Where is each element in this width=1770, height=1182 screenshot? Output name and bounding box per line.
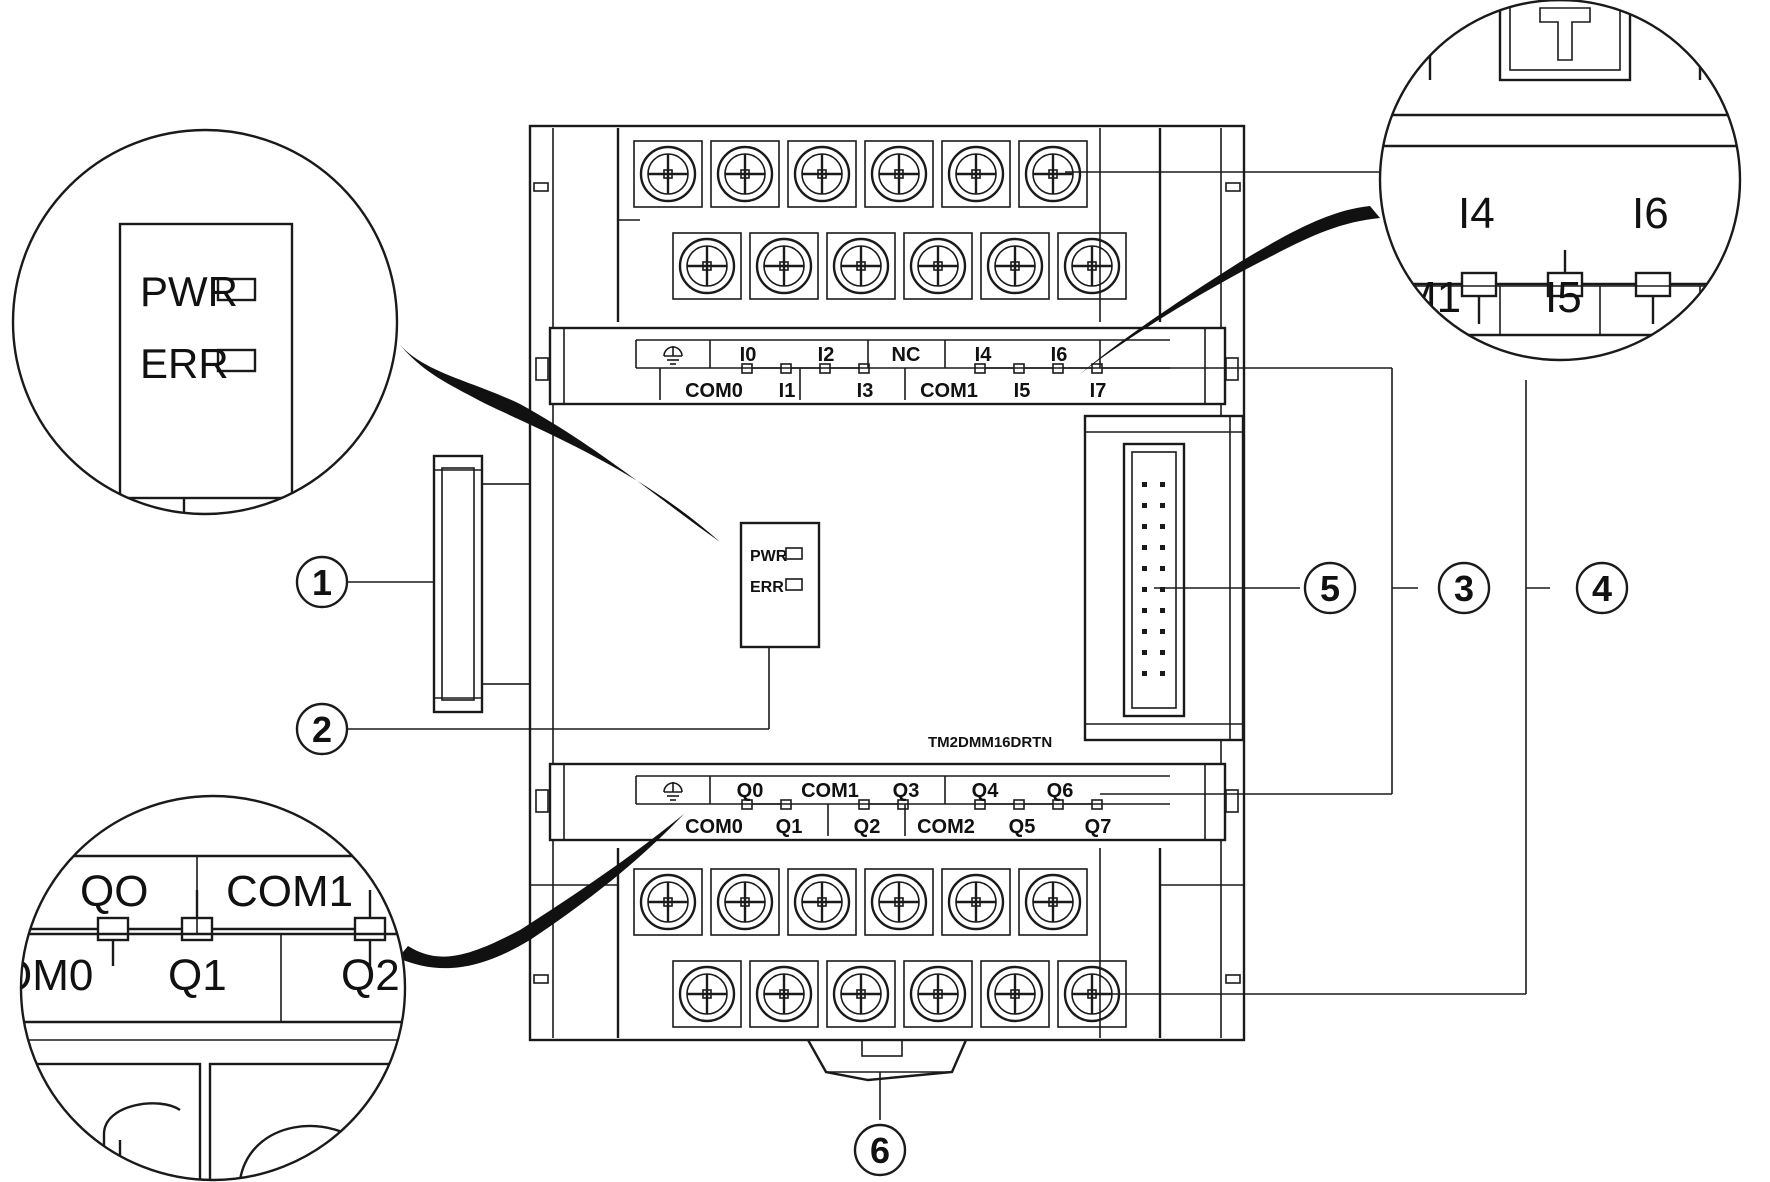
svg-text:6: 6 (870, 1130, 890, 1171)
output-label-com0: COM0 (685, 816, 743, 838)
bus-connector (432, 454, 531, 714)
zoom-label-i6: I6 (1632, 189, 1669, 238)
svg-text:2: 2 (312, 709, 332, 750)
input-label-com1: COM1 (920, 380, 978, 402)
zoom-label-q2: Q2 (341, 951, 400, 1000)
output-label-com1: COM1 (801, 780, 859, 802)
pwr-led-icon (785, 547, 803, 560)
output-label-q6: Q6 (1047, 780, 1074, 802)
input-label-i0: I0 (740, 344, 757, 366)
output-zoom-inset: OM0 QO COM1 Q1 Q2 (0, 794, 684, 1182)
zoom-label-q1: Q1 (168, 951, 227, 1000)
input-label-i3: I3 (857, 380, 874, 402)
svg-text:4: 4 (1592, 568, 1612, 609)
expansion-connector (1083, 414, 1245, 742)
input-label-strip: I0 I2 NC I4 I6 COM0 I1 I3 COM1 I5 I7 (548, 326, 1227, 406)
callout-3: 3 (1437, 561, 1491, 615)
zoom-label-q0: QO (80, 867, 148, 916)
zoom-label-com1: COM1 (226, 867, 353, 916)
led-label-pwr: PWR (750, 548, 788, 565)
leader-lines (346, 367, 1550, 1120)
led-panel: PWR ERR (739, 521, 821, 649)
output-label-q4: Q4 (972, 780, 1000, 802)
zoom-label-i4: I4 (1458, 189, 1495, 238)
zoom-label-err: ERR (140, 340, 229, 387)
input-label-i7: I7 (1090, 380, 1107, 402)
led-label-err: ERR (750, 579, 784, 596)
output-label-q1: Q1 (776, 816, 803, 838)
input-zoom-inset: M1 I4 I6 I5 (1065, 0, 1742, 374)
zoom-label-i5: I5 (1545, 273, 1582, 322)
callout-5: 5 (1303, 561, 1357, 615)
bottom-terminal-screws (632, 867, 1128, 1029)
ground-icon-output (663, 782, 683, 801)
connector-pins (1142, 482, 1165, 676)
svg-text:5: 5 (1320, 568, 1340, 609)
led-zoom-inset: PWR ERR (11, 128, 720, 542)
output-label-q5: Q5 (1009, 816, 1036, 838)
output-label-strip: Q0 COM1 Q3 Q4 Q6 COM0 Q1 Q2 COM2 Q5 Q7 (548, 762, 1227, 842)
zoom-err-led-icon (216, 348, 257, 373)
input-label-i2: I2 (818, 344, 835, 366)
callout-4: 4 (1575, 561, 1629, 615)
input-label-i5: I5 (1014, 380, 1031, 402)
zoom-label-om0: OM0 (0, 951, 93, 1000)
input-label-nc: NC (892, 344, 921, 366)
callout-2: 2 (295, 702, 349, 756)
output-label-q0: Q0 (737, 780, 764, 802)
callout-1: 1 (295, 555, 349, 609)
zoom-label-pwr: PWR (140, 268, 238, 315)
model-label: TM2DMM16DRTN (928, 734, 1052, 751)
svg-text:3: 3 (1454, 568, 1474, 609)
din-clip (806, 1039, 968, 1082)
input-label-i4: I4 (975, 344, 993, 366)
ground-icon (663, 346, 683, 365)
callout-6: 6 (853, 1123, 907, 1177)
output-label-com2: COM2 (917, 816, 975, 838)
err-led-icon (785, 578, 803, 591)
zoom-pwr-led-icon (216, 277, 257, 302)
output-label-q2: Q2 (854, 816, 881, 838)
output-label-q3: Q3 (893, 780, 920, 802)
svg-text:1: 1 (312, 562, 332, 603)
output-label-q7: Q7 (1085, 816, 1112, 838)
input-label-com0: COM0 (685, 380, 743, 402)
input-label-i6: I6 (1051, 344, 1068, 366)
input-label-i1: I1 (779, 380, 796, 402)
top-terminal-screws (632, 139, 1128, 301)
